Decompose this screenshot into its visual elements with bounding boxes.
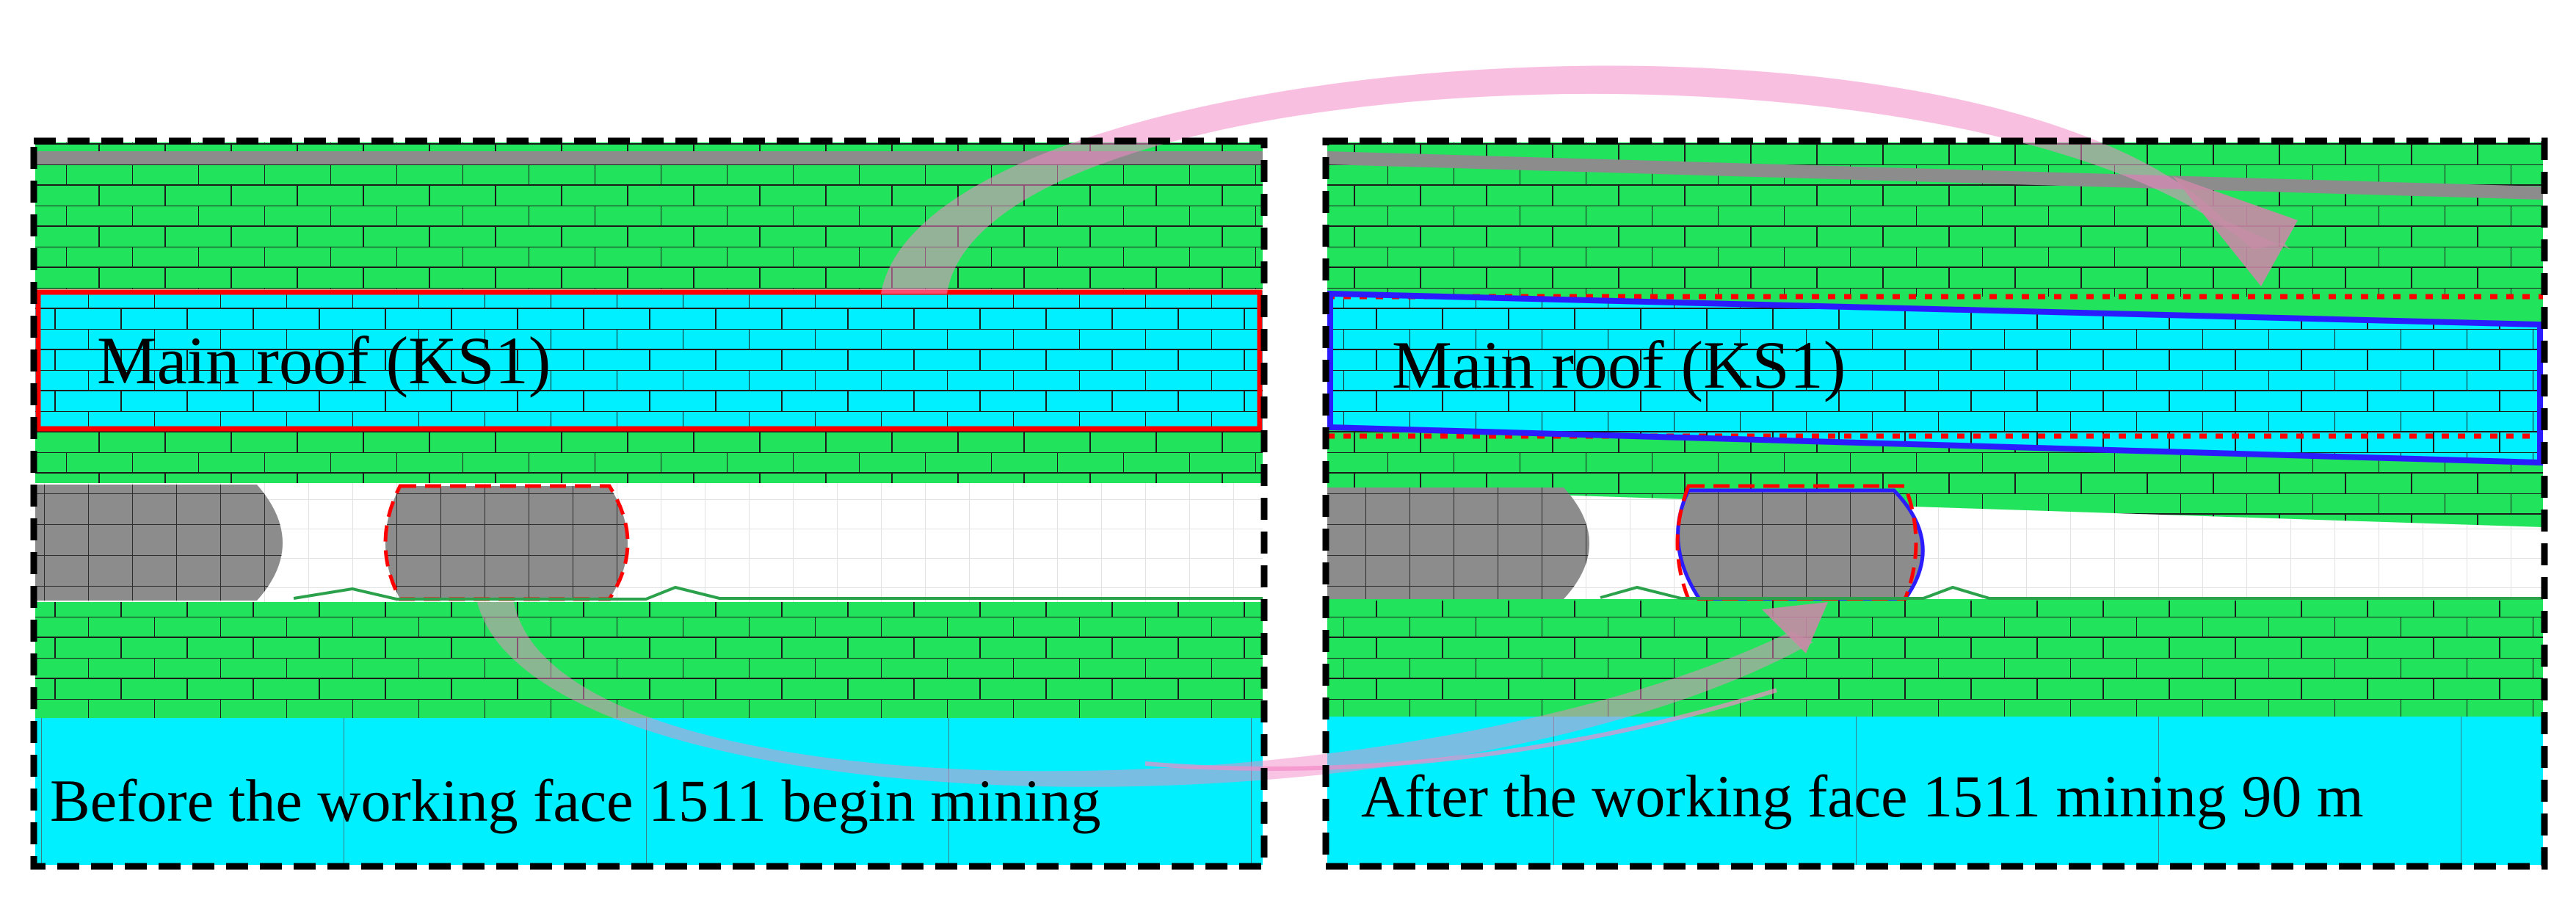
upper-arc-arrow bbox=[881, 65, 2290, 294]
caption-after: After the working face 1511 mining 90 m bbox=[1361, 763, 2364, 830]
frame-after bbox=[1322, 137, 2548, 870]
frame-before bbox=[30, 137, 1268, 870]
floor-contact-line bbox=[1600, 585, 2543, 600]
floor-contact-line bbox=[293, 585, 1263, 601]
roof-label-before: Main roof (KS1) bbox=[97, 323, 551, 398]
ks1-outline-before bbox=[35, 289, 1263, 432]
roof-label-after: Main roof (KS1) bbox=[1392, 327, 1846, 402]
panel-after bbox=[1327, 142, 2543, 865]
panel-before bbox=[35, 142, 1263, 865]
thin-gray-layer bbox=[35, 151, 1263, 164]
caption-before: Before the working face 1511 begin minin… bbox=[50, 767, 1101, 834]
lower-thin-arc bbox=[1144, 688, 1777, 771]
transfer-arrows bbox=[477, 65, 2298, 787]
thin-gray-layer bbox=[1327, 151, 2543, 200]
ks1-outline-after bbox=[1327, 290, 2543, 466]
lower-arc-arrow bbox=[477, 602, 1813, 787]
